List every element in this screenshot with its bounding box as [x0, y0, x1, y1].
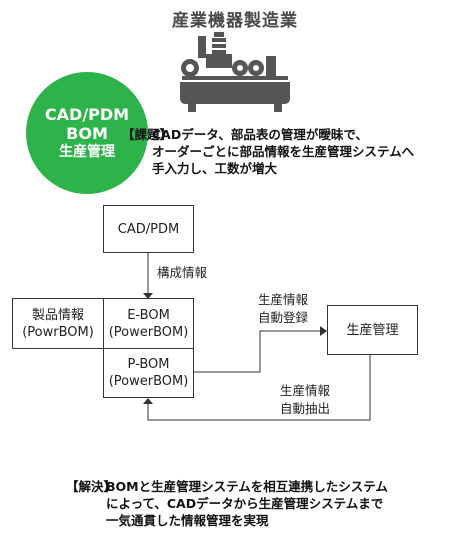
solution-line: によって、CADデータから生産管理システムまで [106, 496, 384, 511]
arrowhead-down [143, 293, 153, 299]
arrowhead-right [320, 326, 327, 336]
compressor-icon [180, 32, 290, 112]
register-line2: 自動登録 [258, 310, 309, 325]
issue-line: CADデータ、部品表の管理が曖昧で、 [152, 127, 368, 142]
issue-label: 【課題】 [122, 127, 173, 142]
ebom-line1: E-BOM [127, 307, 170, 323]
auto-register-label: 生産情報 自動登録 [258, 291, 308, 327]
pbom-box: P-BOM (PowerBOM) [103, 348, 194, 398]
production-mgmt-label: 生産管理 [346, 322, 399, 338]
badge-cad-pdm: CAD/PDM [44, 104, 130, 124]
badge-production: 生産管理 [59, 143, 115, 160]
solution-block: 【解決】 BOMと生産管理システムを相互連携したシステム によって、CADデータ… [66, 478, 466, 529]
scope-badge: CAD/PDM BOM 生産管理 [26, 72, 148, 194]
cad-pdm-box: CAD/PDM [103, 205, 194, 253]
issue-line: 手入力し、工数が増大 [152, 161, 278, 176]
arrowhead-up [143, 398, 153, 404]
cad-pdm-label: CAD/PDM [117, 221, 180, 237]
structure-info-label: 構成情報 [157, 265, 208, 280]
badge-bom: BOM [66, 123, 108, 143]
solution-label: 【解決】 [66, 479, 117, 494]
extract-line1: 生産情報 [280, 383, 331, 398]
extract-line2: 自動抽出 [280, 401, 331, 416]
register-line1: 生産情報 [258, 292, 309, 307]
issue-line: オーダーごとに部品情報を生産管理システムへ [152, 144, 415, 159]
solution-line: 一気通貫した情報管理を実現 [106, 513, 269, 528]
page-title: 産業機器製造業 [172, 11, 298, 31]
pbom-line1: P-BOM [127, 357, 170, 372]
production-mgmt-box: 生産管理 [327, 305, 418, 355]
product-info-box: 製品情報 (PowrBOM) [12, 298, 104, 349]
ebom-line2: (PowerBOM) [108, 324, 189, 340]
ebom-box: E-BOM (PowerBOM) [103, 298, 194, 349]
pbom-line2: (PowerBOM) [108, 374, 189, 389]
issue-block: 【課題】 CADデータ、部品表の管理が曖昧で、 オーダーごとに部品情報を生産管理… [122, 126, 468, 177]
solution-line: BOMと生産管理システムを相互連携したシステム [106, 479, 388, 494]
product-info-line1: 製品情報 [31, 307, 84, 323]
auto-extract-label: 生産情報 自動抽出 [280, 382, 330, 418]
product-info-line2: (PowrBOM) [22, 324, 94, 340]
